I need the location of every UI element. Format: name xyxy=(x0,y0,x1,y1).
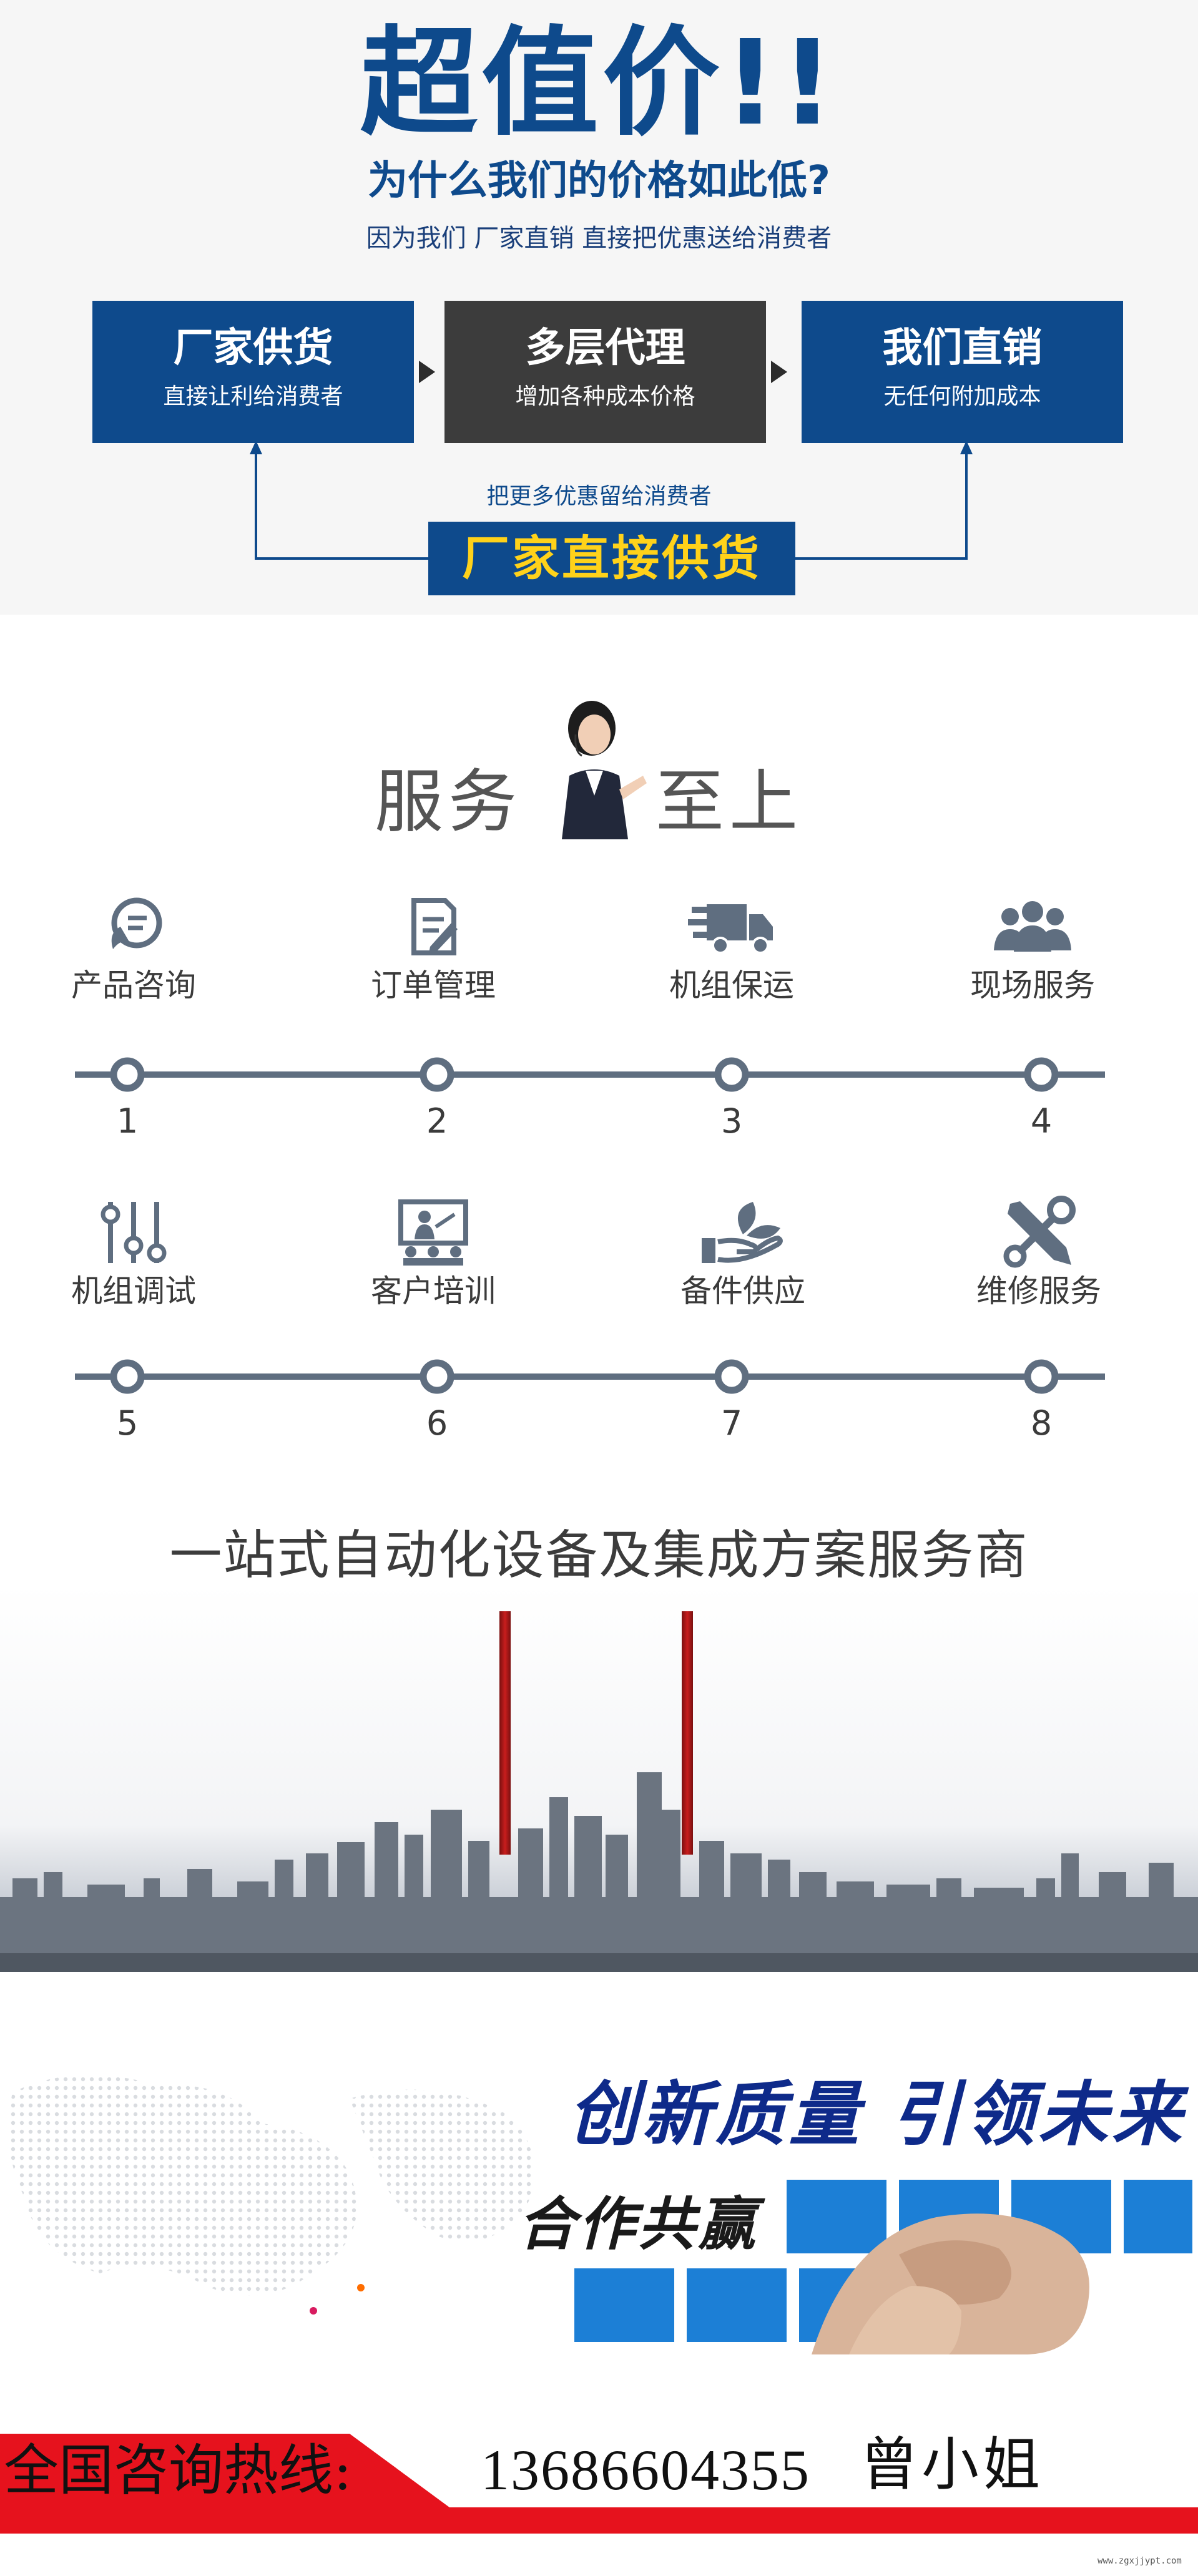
direct-supply-banner: 厂家直接供货 xyxy=(428,522,795,595)
timeline-node xyxy=(714,1057,749,1092)
service-label: 产品咨询 xyxy=(71,967,196,1003)
timeline-node xyxy=(1024,1057,1059,1092)
step-number: 6 xyxy=(426,1403,448,1443)
service-heading-right: 至上 xyxy=(655,762,803,842)
flow-connector-lines xyxy=(250,441,973,560)
presentation-board-icon xyxy=(398,1199,468,1266)
timeline-node xyxy=(1024,1359,1059,1394)
timeline-row-1 xyxy=(75,1057,1105,1092)
price-subtitle: 为什么我们的价格如此低? xyxy=(367,158,831,204)
service-label: 机组调试 xyxy=(71,1273,196,1309)
city-skyline-image xyxy=(0,1585,1198,1972)
multi-agent-box: 多层代理 增加各种成本价格 xyxy=(444,301,766,443)
banner-slogan-primary: 创新质量 引领未来 xyxy=(568,2074,1186,2155)
service-label: 备件供应 xyxy=(680,1273,805,1309)
cooperation-banner: 创新质量 引领未来 合作共赢 xyxy=(0,2049,1198,2354)
flow-note: 把更多优惠留给消费者 xyxy=(486,484,712,509)
world-map-background xyxy=(8,2075,1192,2354)
step-number: 8 xyxy=(1030,1403,1053,1443)
box-subtitle: 增加各种成本价格 xyxy=(515,384,695,409)
step-number: 2 xyxy=(426,1101,448,1141)
delivery-truck-icon xyxy=(688,904,773,954)
direct-supply-text: 厂家直接供货 xyxy=(462,530,762,586)
factory-supply-box: 厂家供货 直接让利给消费者 xyxy=(92,301,414,443)
customer-service-agent-icon xyxy=(562,701,647,839)
tools-icon xyxy=(1003,1196,1076,1268)
service-item-transport: 机组保运 xyxy=(638,892,825,1003)
service-timelines xyxy=(75,1057,1105,1394)
service-item-debug: 机组调试 xyxy=(40,1198,227,1309)
people-group-icon xyxy=(994,901,1071,952)
price-section: 超值价!! 为什么我们的价格如此低? 因为我们 厂家直销 直接把优惠送给消费者 … xyxy=(0,0,1198,615)
box-title: 多层代理 xyxy=(525,325,685,371)
service-item-repair: 维修服务 xyxy=(945,1196,1132,1309)
service-label: 客户培训 xyxy=(371,1273,496,1309)
chat-bubble-icon xyxy=(111,897,162,949)
step-number: 3 xyxy=(720,1101,743,1141)
service-item-consult: 产品咨询 xyxy=(40,892,227,1003)
service-label: 机组保运 xyxy=(669,967,794,1003)
service-label: 维修服务 xyxy=(976,1273,1101,1309)
service-item-onsite: 现场服务 xyxy=(939,892,1126,1003)
service-heading-left: 服务 xyxy=(375,762,522,842)
timeline-node xyxy=(420,1057,454,1092)
document-edit-icon xyxy=(411,898,458,955)
arrow-right-icon xyxy=(419,361,435,383)
watermark-text: www.zgxjjypt.com xyxy=(1097,2556,1182,2566)
step-number: 7 xyxy=(720,1403,743,1443)
timeline-node xyxy=(714,1359,749,1394)
one-stop-slogan: 一站式自动化设备及集成方案服务商 xyxy=(169,1525,1029,1586)
service-item-spare-parts: 备件供应 xyxy=(649,1198,837,1309)
timeline-node xyxy=(420,1359,454,1394)
step-number: 4 xyxy=(1030,1101,1053,1141)
service-label: 现场服务 xyxy=(970,967,1095,1003)
price-title: 超值价!! xyxy=(360,15,838,152)
hand-leaf-icon xyxy=(702,1202,783,1263)
timeline-node xyxy=(110,1359,145,1394)
sliders-icon xyxy=(101,1202,167,1263)
box-subtitle: 无任何附加成本 xyxy=(883,384,1041,409)
step-number: 5 xyxy=(116,1403,139,1443)
arrow-right-icon xyxy=(771,361,787,383)
price-description: 因为我们 厂家直销 直接把优惠送给消费者 xyxy=(366,224,832,253)
box-title: 厂家供货 xyxy=(173,325,333,371)
box-subtitle: 直接让利给消费者 xyxy=(163,384,343,409)
box-title: 我们直销 xyxy=(882,325,1043,371)
hotline-bar xyxy=(0,2434,1198,2534)
step-number: 1 xyxy=(116,1101,139,1141)
timeline-row-2 xyxy=(75,1359,1105,1394)
banner-slogan-secondary: 合作共赢 xyxy=(518,2190,759,2258)
hotline-label: 全国咨询热线: xyxy=(4,2438,352,2502)
service-label: 订单管理 xyxy=(371,967,496,1003)
timeline-node xyxy=(110,1057,145,1092)
hotline-number: 13686604355 xyxy=(481,2438,810,2502)
service-item-order: 订单管理 xyxy=(340,892,527,1003)
contact-name: 曾小姐 xyxy=(860,2431,1044,2498)
service-item-training: 客户培训 xyxy=(340,1198,527,1309)
direct-sales-box: 我们直销 无任何附加成本 xyxy=(802,301,1123,443)
